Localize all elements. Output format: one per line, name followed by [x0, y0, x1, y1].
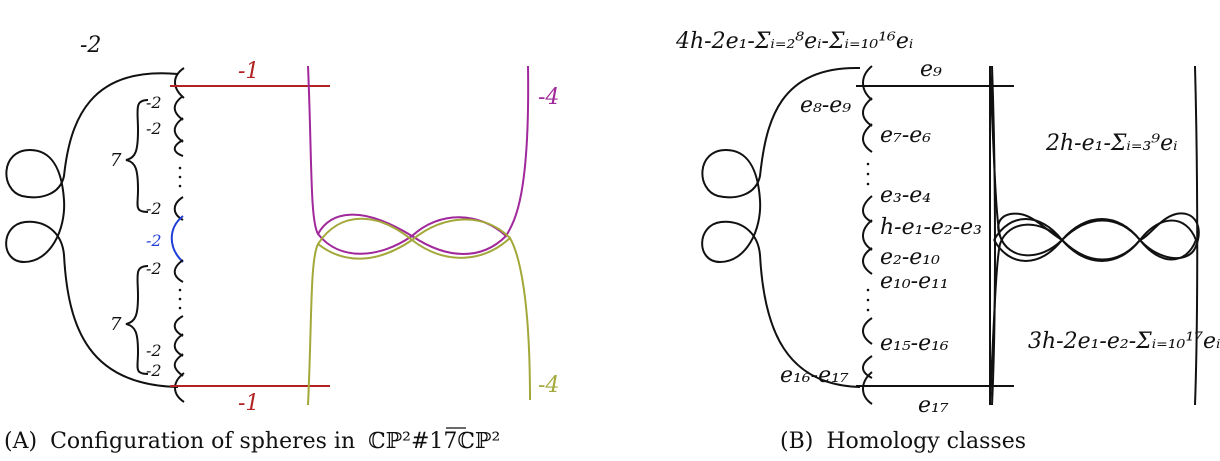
blue-chain-curve — [170, 215, 184, 263]
chain-label: -2 — [146, 119, 162, 138]
caption-a-math: ℂℙ²#17ℂℙ² — [368, 429, 500, 454]
chain-curve — [173, 139, 184, 157]
right-top-class-label: 2h-e₁-Σᵢ₌₃⁹eᵢ — [1045, 131, 1178, 156]
e8-e9-label: e₈-e₉ — [800, 93, 851, 118]
panel-a-top-bracket — [174, 67, 185, 99]
caption-a: (A) Configuration of spheres in ℂℙ²#17ℂℙ… — [4, 427, 500, 454]
chain-curve — [173, 333, 184, 357]
caption-b-tag: (B) — [780, 429, 813, 454]
olive-curve — [307, 217, 531, 406]
chain-label: -2 — [146, 93, 162, 112]
chain-curve — [862, 355, 873, 379]
panel-a-nodal-curve — [5, 72, 179, 388]
e17-label: e₁₇ — [918, 393, 949, 418]
e10-e11-label: e₁₀-e₁₁ — [880, 269, 949, 294]
chain-curve — [862, 219, 873, 251]
panel-b-nodal-curve — [701, 66, 861, 388]
brace-bottom — [125, 265, 149, 375]
panel-a: -2 -1 -1 -4 -4 -2 -2 -2 -2 -2 -2 -2 7 7 — [5, 33, 559, 416]
chain-curve — [173, 315, 184, 337]
e16-e17-label: e₁₆-e₁₇ — [780, 363, 849, 388]
olive-label: -4 — [538, 373, 559, 398]
purple-curve — [307, 65, 530, 255]
chain-label: -2 — [146, 259, 162, 278]
right-bottom-class-label: 3h-2e₁-e₂-Σᵢ₌₁₀¹⁷eᵢ — [1028, 329, 1220, 354]
olive-curve-upper — [317, 218, 511, 260]
ellipsis-dots-bottom — [178, 288, 182, 310]
chain-curve — [862, 123, 873, 153]
chain-curve — [173, 117, 184, 143]
h-e1-e2-e3-label: h-e₁-e₂-e₃ — [880, 215, 982, 240]
chain-curve — [173, 95, 184, 121]
caption-b: (B) Homology classes — [780, 429, 1026, 454]
brace-count-bottom: 7 — [110, 314, 122, 335]
e9-label: e₉ — [920, 57, 942, 82]
purple-curve-lower — [317, 213, 507, 255]
svg-text:(A) Configuration of sph: (A) Configuration of spheres in ℂℙ²#17ℂℙ… — [4, 429, 500, 454]
braid-left-loop — [997, 212, 1063, 241]
panel-a-top-curve-label: -2 — [80, 33, 101, 58]
ellipsis-dots-bottom — [866, 288, 870, 312]
panel-b: 4h-2e₁-Σᵢ₌₂⁸eᵢ-Σᵢ₌₁₀¹⁶eᵢ e₉ e₈-e₉ e₇-e₆ … — [675, 29, 1220, 418]
chain-curve — [173, 353, 184, 377]
panel-b-bottom-bracket — [862, 371, 873, 405]
top-curve-class-label: 4h-2e₁-Σᵢ₌₂⁸eᵢ-Σᵢ₌₁₀¹⁶eᵢ — [675, 29, 913, 54]
purple-label: -4 — [538, 85, 559, 110]
chain-label: -2 — [146, 199, 162, 218]
chain-curve — [862, 247, 873, 275]
ellipsis-dots-top — [178, 166, 182, 188]
chain-label-blue: -2 — [146, 231, 162, 250]
chain-label: -2 — [146, 341, 162, 360]
chain-curve — [862, 195, 873, 223]
e7-e6-label: e₇-e₆ — [880, 123, 931, 148]
e2-e10-label: e₂-e₁₀ — [880, 245, 940, 270]
chain-curve — [173, 259, 184, 283]
red-bottom-label: -1 — [238, 391, 259, 416]
e15-e16-label: e₁₅-e₁₆ — [880, 331, 949, 356]
panel-b-top-bracket — [862, 65, 873, 101]
chain-curve — [862, 317, 873, 345]
caption-a-tag: (A) — [4, 429, 37, 454]
caption-b-text: Homology classes — [826, 429, 1026, 454]
chain-label: -2 — [146, 361, 162, 380]
brace-count-top: 7 — [110, 150, 122, 171]
ellipsis-dots-top — [866, 162, 870, 186]
svg-text:(B) Homology classes: (B) Homology classes — [780, 429, 1026, 454]
e3-e4-label: e₃-e₄ — [880, 183, 931, 208]
red-top-label: -1 — [238, 59, 259, 84]
braid-curve — [993, 218, 1198, 262]
vertical-line-left — [991, 65, 996, 406]
chain-curve — [862, 97, 873, 127]
vertical-curve-left — [989, 65, 1200, 260]
caption-a-text: Configuration of spheres in — [50, 429, 355, 454]
vertical-line-right — [1194, 65, 1199, 406]
brace-top — [125, 99, 149, 213]
